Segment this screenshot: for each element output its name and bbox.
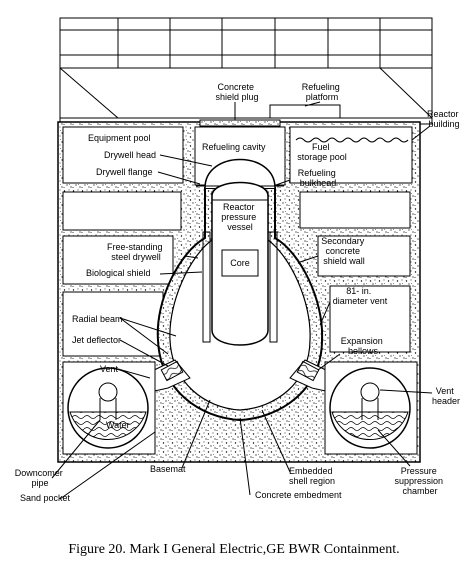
label-concrete-shield-plug: Concrete shield plug [215,82,258,102]
label-core: Core [230,258,250,268]
label-vent: Vent [100,364,119,374]
label-secondary-shield-wall: Secondary concrete shield wall [321,236,367,266]
label-equipment-pool: Equipment pool [88,133,151,143]
label-water: Water [106,420,130,430]
label-refueling-platform: Refueling platform [302,82,343,102]
label-pressure-suppression-chamber: Pressure suppression chamber [394,466,445,496]
label-vent-header: Vent header [432,386,460,406]
leader-lines [51,101,433,500]
label-jet-deflector: Jet deflector [72,335,121,345]
label-reactor-pressure-vessel: Reactor pressure vessel [221,202,259,232]
label-expansion-bellows: Expansion bellows [341,336,386,356]
label-embedded-shell-region: Embedded shell region [289,466,335,486]
label-concrete-embedment: Concrete embedment [255,490,342,500]
label-basemat: Basemat [150,464,186,474]
label-drywell-flange: Drywell flange [96,167,153,177]
reactor-pressure-vessel [202,181,278,346]
labels: Concrete shield plug Refueling platform … [15,82,461,503]
label-free-standing-drywell: Free-standing steel drywell [107,242,165,262]
label-sand-pocket: Sand pocket [20,493,71,503]
torus-right [324,361,418,455]
figure-caption: Figure 20. Mark I General Electric,GE BW… [68,542,399,557]
label-downcomer-pipe: Downcomer pipe [15,468,66,488]
label-refueling-bulkhead: Refueling bulkhead [298,168,339,188]
label-refueling-cavity: Refueling cavity [202,142,266,152]
roof-structure [59,17,433,125]
label-drywell-head: Drywell head [104,150,156,160]
label-radial-beam: Radial beam [72,314,123,324]
label-reactor-building: Reactor building [427,109,461,129]
core [221,249,259,277]
label-fuel-storage-pool: Fuel storage pool [297,142,347,162]
label-diameter-vent: 81- in. diameter vent [333,286,388,306]
label-biological-shield: Biological shield [86,268,151,278]
